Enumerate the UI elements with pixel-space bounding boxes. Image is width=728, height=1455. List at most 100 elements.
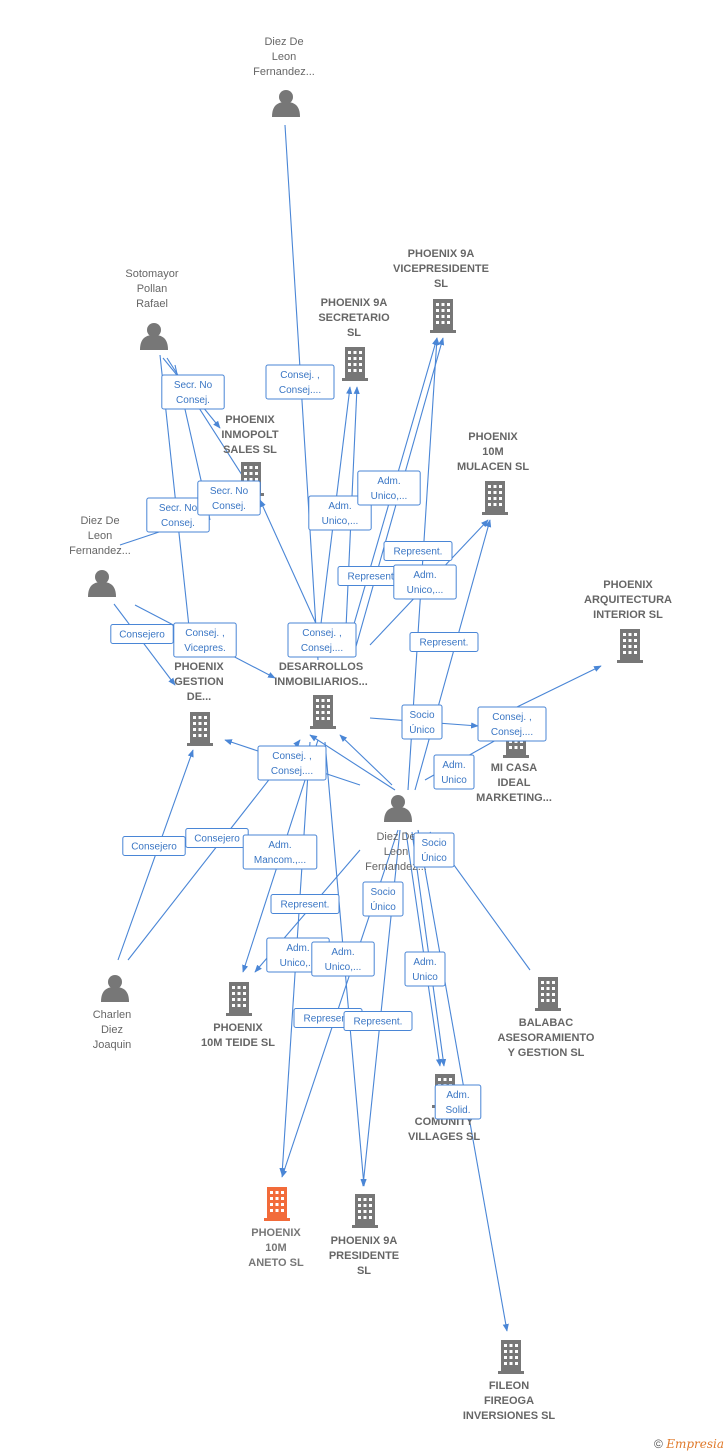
relation-label-r16[interactable]: Adm.Unico xyxy=(433,754,475,790)
building-icon xyxy=(264,1187,290,1221)
edge-line xyxy=(417,829,509,1332)
relation-label-r28[interactable]: Represent. xyxy=(343,1011,413,1031)
relation-text: Consej. ,Consej.... xyxy=(271,751,313,777)
edge-line xyxy=(411,831,447,1067)
relation-box xyxy=(308,495,372,531)
relation-text: Adm.Unico,... xyxy=(280,943,317,969)
relation-text: Adm.Unico,... xyxy=(371,476,408,502)
relation-label-r20[interactable]: Adm.Mancom.,... xyxy=(242,834,318,870)
relation-label-r15[interactable]: Consej. ,Consej.... xyxy=(477,706,547,742)
relation-text: Consej. ,Consej.... xyxy=(491,712,533,738)
relation-text: Consejero xyxy=(119,630,165,641)
edge-line xyxy=(414,519,492,791)
relation-label-r12[interactable]: Consej. ,Consej.... xyxy=(287,622,357,658)
relation-text: Adm.Unico xyxy=(441,760,467,786)
relation-box xyxy=(287,622,357,658)
relation-text: Consej. ,Consej.... xyxy=(301,628,343,654)
person-icon xyxy=(384,795,412,822)
building-icon xyxy=(310,695,336,729)
relation-box xyxy=(413,832,455,868)
relation-box xyxy=(433,754,475,790)
relation-text: Adm.Unico,... xyxy=(325,947,362,973)
relation-text: Represent. xyxy=(281,900,330,911)
person-icon xyxy=(88,570,116,597)
relation-label-r25[interactable]: Adm.Unico,... xyxy=(311,941,375,977)
relation-box xyxy=(409,632,479,652)
building-icon xyxy=(430,299,456,333)
relation-text: Represent. xyxy=(354,1017,403,1028)
edge-line xyxy=(309,734,396,791)
relation-label-r29[interactable]: Adm.Solid. xyxy=(434,1084,482,1120)
relation-label-r13[interactable]: Represent. xyxy=(409,632,479,652)
relation-label-r10[interactable]: Consejero xyxy=(110,624,174,644)
relation-box xyxy=(161,374,225,410)
relation-box xyxy=(122,836,186,856)
relation-label-r6[interactable]: Adm.Unico,... xyxy=(357,470,421,506)
relation-label-r22[interactable]: Represent. xyxy=(270,894,340,914)
relation-text: Adm.Unico xyxy=(412,957,438,983)
relation-label-r19[interactable]: Consejero xyxy=(185,828,249,848)
relation-box xyxy=(270,894,340,914)
footer-brand[interactable]: © Empresia xyxy=(654,1437,724,1451)
relation-label-r11[interactable]: Consej. ,Vicepres. xyxy=(173,622,237,658)
relation-box xyxy=(401,704,443,740)
building-icon xyxy=(226,982,252,1016)
relation-label-r1[interactable]: Consej. ,Consej.... xyxy=(265,364,335,400)
relation-label-r9[interactable]: Adm.Unico,... xyxy=(393,564,457,600)
edge-line xyxy=(405,831,443,1067)
relation-text: Adm.Unico,... xyxy=(322,501,359,527)
relation-label-r18[interactable]: Consejero xyxy=(122,836,186,856)
edge-line xyxy=(113,603,176,686)
relation-label-r5[interactable]: Adm.Unico,... xyxy=(308,495,372,531)
relation-label-r26[interactable]: Adm.Unico xyxy=(404,951,446,987)
relation-box xyxy=(404,951,446,987)
building-icon xyxy=(352,1194,378,1228)
relation-text: Adm.Solid. xyxy=(445,1090,470,1116)
building-icon xyxy=(535,977,561,1011)
building-icon xyxy=(187,712,213,746)
building-icon xyxy=(617,629,643,663)
relation-label-r7[interactable]: Represent. xyxy=(383,541,453,561)
relation-label-r17[interactable]: Consej. ,Consej.... xyxy=(257,745,327,781)
